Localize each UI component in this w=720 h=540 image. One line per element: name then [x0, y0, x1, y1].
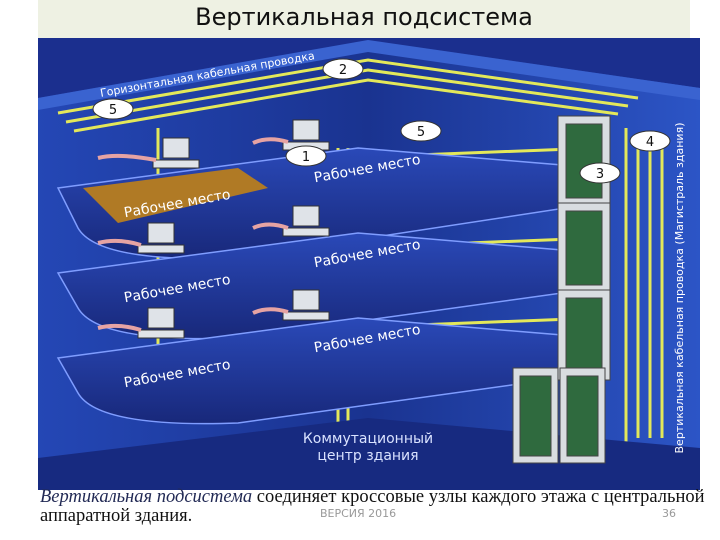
- ceiling-edge: [38, 40, 700, 110]
- caption-text: соединяет кроссовые узлы каждого этажа с…: [40, 487, 705, 526]
- footer-version: ВЕРСИЯ 2016: [320, 507, 397, 520]
- callout-2: 2: [322, 58, 364, 80]
- equipment-racks: [512, 115, 611, 464]
- svg-text:5: 5: [417, 125, 425, 140]
- title-band: [38, 0, 690, 38]
- vertical-riser-cables: [624, 128, 664, 443]
- callout-4: 4: [629, 130, 671, 152]
- caption-italic: Вертикальная подсистема: [40, 487, 253, 507]
- slide-title: Вертикальная подсистема: [195, 3, 533, 31]
- svg-text:1: 1: [302, 150, 310, 165]
- center-label-line-1: Коммутационный: [303, 431, 433, 447]
- svg-text:4: 4: [646, 135, 654, 150]
- callout-5a: 5: [92, 98, 134, 120]
- slide-number: 36: [662, 507, 676, 520]
- svg-text:3: 3: [596, 167, 604, 182]
- svg-text:5: 5: [109, 103, 117, 118]
- vertical-cabling-label: Вертикальная кабельная проводка (Магистр…: [673, 123, 686, 454]
- callout-5b: 5: [400, 120, 442, 142]
- center-label-line-2: центр здания: [317, 448, 418, 464]
- vertical-subsystem-diagram: Горизонтальная кабельная проводка Вертик…: [38, 38, 700, 490]
- slide-caption: Вертикальная подсистема соединяет кроссо…: [40, 488, 710, 526]
- svg-text:2: 2: [339, 63, 347, 78]
- callout-1: 1: [285, 145, 327, 167]
- callout-3: 3: [579, 162, 621, 184]
- floor-slabs: [38, 147, 700, 490]
